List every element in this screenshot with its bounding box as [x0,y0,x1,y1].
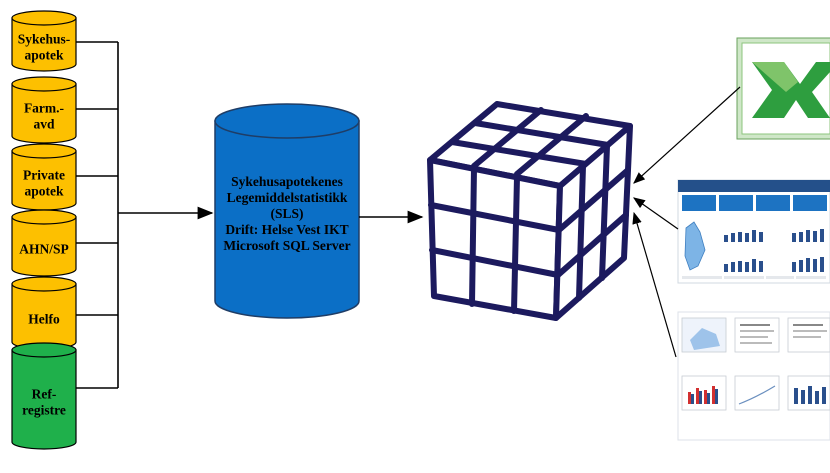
olap-cube-icon [427,101,633,321]
sls-label-line: Legemiddelstatistikk [227,190,348,205]
arrow-to-dashboard [633,197,679,230]
source-label-line: AHN/SP [19,242,69,257]
presentation-slides-thumbnail [677,311,830,441]
source-label-line: Helfo [28,312,60,327]
source-bracket [76,41,119,389]
source-label-line: Farm.- [24,101,64,116]
source-cylinder-1: Farm.-avd [11,76,77,144]
source-label-line: avd [33,117,55,132]
excel-icon [736,37,830,140]
source-cylinders: Sykehus-apotekFarm.-avdPrivateapotekAHN/… [11,10,77,450]
source-label-line: Sykehus- [18,32,71,47]
source-cylinder-4: Helfo [11,276,77,350]
source-label-line: apotek [24,184,63,199]
source-label-line: registre [22,403,66,418]
sls-database-label: SykehusapotekenesLegemiddelstatistikk(SL… [223,174,350,253]
sls-label-line: Sykehusapotekenes [231,174,343,189]
arrow-to-excel [633,86,741,184]
sls-label-line: Microsoft SQL Server [223,238,350,253]
sls-label-line: (SLS) [270,206,303,221]
sls-label-line: Drift: Helse Vest IKT [225,222,348,237]
source-cylinder-0: Sykehus-apotek [11,10,77,72]
sls-database: SykehusapotekenesLegemiddelstatistikk(SL… [214,103,360,319]
dashboard-report-thumbnail [677,179,830,284]
source-label-line: Ref- [32,387,57,402]
source-cylinder-5: Ref-registre [11,342,77,450]
source-cylinder-3: AHN/SP [11,209,77,277]
source-label-line: apotek [24,48,63,63]
source-label-line: Private [23,168,65,183]
arrow-to-slides [632,211,677,358]
